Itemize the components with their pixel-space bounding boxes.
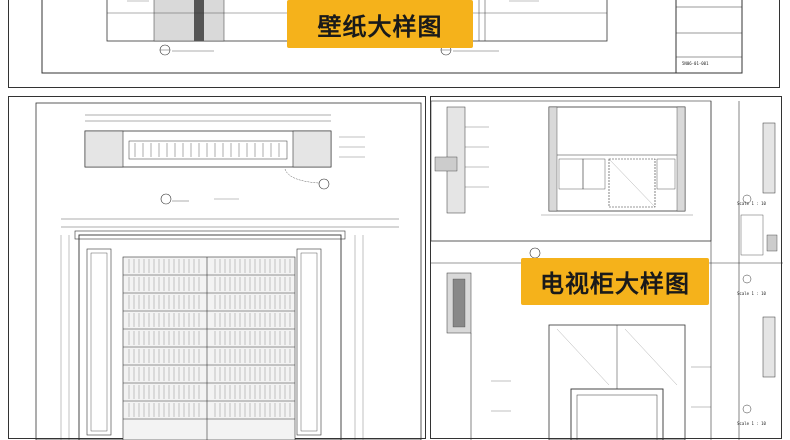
right-sheet-drawing bbox=[431, 100, 783, 440]
tv-cabinet-detail-badge: 电视柜大样图 bbox=[521, 258, 709, 305]
wallpaper-detail-badge: 壁纸大样图 bbox=[287, 0, 473, 48]
title-block-code: 5N06-01-001 bbox=[682, 61, 709, 66]
top-sheet-drawing bbox=[41, 0, 743, 74]
scale-label-3: Scale 1 : 10 bbox=[737, 421, 766, 426]
scale-label-2: Scale 1 : 10 bbox=[737, 291, 766, 296]
left-sheet-drawing bbox=[35, 102, 422, 440]
left-drawing-sheet bbox=[8, 96, 426, 440]
scale-label-1: Scale 1 : 10 bbox=[737, 201, 766, 206]
